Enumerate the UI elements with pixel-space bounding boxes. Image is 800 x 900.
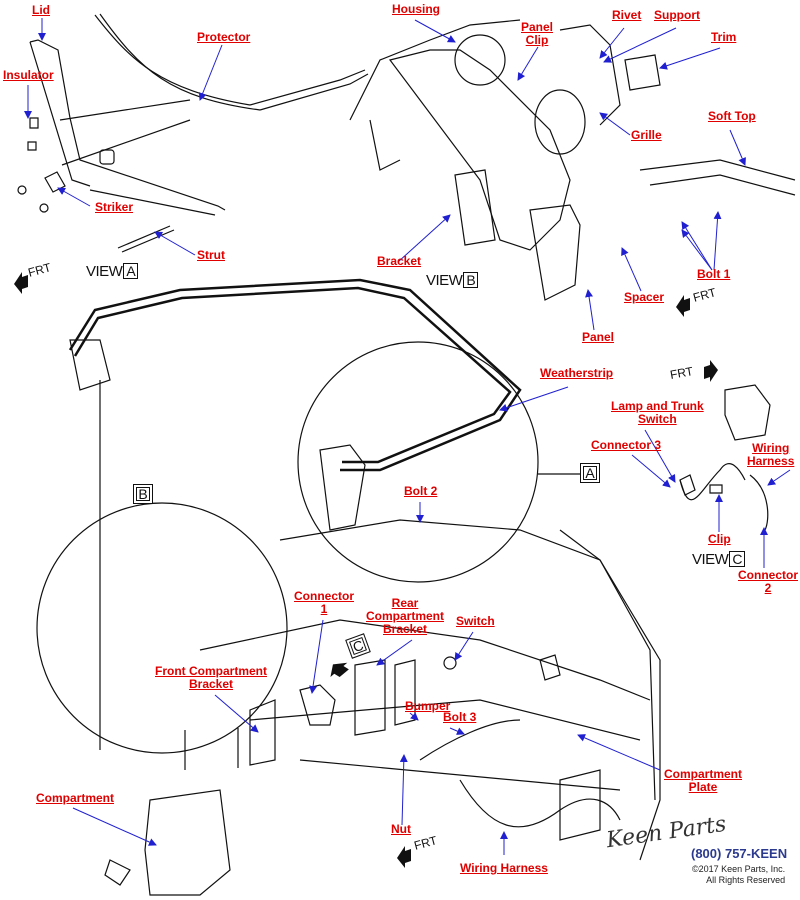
- view-b-text: VIEW: [426, 272, 463, 289]
- view-a-callout-circle: [297, 341, 539, 583]
- label-clip[interactable]: Clip: [708, 532, 731, 546]
- label-housing[interactable]: Housing: [392, 2, 440, 16]
- view-b-housing-drawing: [349, 19, 796, 301]
- label-connector-1[interactable]: Connector 1: [294, 590, 354, 616]
- label-bolt-2[interactable]: Bolt 2: [404, 484, 438, 498]
- callout-a-box[interactable]: A: [580, 463, 600, 483]
- weatherstrip-brackets: [69, 339, 366, 531]
- label-bolt-3[interactable]: Bolt 3: [443, 710, 477, 724]
- label-connector-2-line2: 2: [764, 581, 772, 595]
- label-plate-line2: Plate: [688, 780, 718, 794]
- label-panel-clip-line1: Panel: [521, 20, 554, 34]
- label-wiring-harness-c[interactable]: Wiring Harness: [747, 442, 794, 468]
- label-connector-2[interactable]: Connector 2: [738, 569, 798, 595]
- view-b-letter: B: [463, 272, 479, 288]
- view-c-letter: C: [729, 551, 745, 567]
- rights-text: All Rights Reserved: [706, 875, 786, 885]
- weatherstrip-drawing: [68, 278, 522, 472]
- label-rear-line2: Compartment: [366, 609, 445, 623]
- label-lamp-line1: Lamp and Trunk: [611, 399, 704, 413]
- label-rivet[interactable]: Rivet: [612, 8, 642, 22]
- label-switch[interactable]: Switch: [456, 614, 495, 628]
- view-c-switch-drawing: [679, 384, 771, 531]
- label-panel-clip-line2: Clip: [525, 33, 549, 47]
- label-panel-clip[interactable]: Panel Clip: [521, 21, 553, 47]
- view-c-text: VIEW: [692, 551, 729, 568]
- label-wiring-c-line2: Harness: [747, 454, 795, 468]
- label-weatherstrip[interactable]: Weatherstrip: [540, 366, 614, 380]
- label-panel[interactable]: Panel: [582, 330, 615, 344]
- view-a-text: VIEW: [86, 263, 123, 280]
- label-compartment[interactable]: Compartment: [36, 791, 115, 805]
- label-connector-3[interactable]: Connector 3: [591, 438, 662, 452]
- label-connector-2-line1: Connector: [738, 568, 798, 582]
- label-insulator[interactable]: Insulator: [3, 68, 54, 82]
- view-a-letter: A: [123, 263, 139, 279]
- label-striker[interactable]: Striker: [95, 200, 134, 214]
- label-bracket[interactable]: Bracket: [377, 254, 422, 268]
- label-lamp-trunk-switch[interactable]: Lamp and Trunk Switch: [611, 400, 704, 426]
- label-front-line1: Front Compartment: [155, 664, 267, 678]
- label-spacer[interactable]: Spacer: [624, 290, 665, 304]
- callout-b-box[interactable]: B: [133, 484, 153, 504]
- label-plate-line1: Compartment: [664, 767, 743, 781]
- label-rear-compartment-bracket[interactable]: Rear Compartment Bracket: [366, 597, 444, 636]
- label-soft-top[interactable]: Soft Top: [708, 109, 756, 123]
- label-trim[interactable]: Trim: [711, 30, 737, 44]
- label-compartment-plate[interactable]: Compartment Plate: [664, 768, 742, 794]
- label-bumper[interactable]: Bumper: [405, 699, 451, 713]
- label-nut[interactable]: Nut: [391, 822, 411, 836]
- copyright-text: ©2017 Keen Parts, Inc.: [692, 864, 786, 874]
- label-protector[interactable]: Protector: [197, 30, 251, 44]
- label-bolt-1[interactable]: Bolt 1: [697, 267, 731, 281]
- label-support[interactable]: Support: [654, 8, 700, 22]
- leader-arrows: [24, 18, 791, 855]
- label-wiring-harness[interactable]: Wiring Harness: [460, 861, 548, 875]
- copyright-block: ©2017 Keen Parts, Inc. All Rights Reserv…: [692, 864, 785, 886]
- label-front-line2: Bracket: [188, 677, 234, 691]
- label-connector-1-line2: 1: [320, 602, 328, 616]
- phone-number[interactable]: (800) 757-KEEN: [691, 846, 788, 861]
- label-rear-line3: Bracket: [382, 622, 428, 636]
- label-lid[interactable]: Lid: [32, 3, 50, 17]
- label-rear-line1: Rear: [391, 596, 419, 610]
- label-wiring-c-line1: Wiring: [752, 441, 790, 455]
- label-grille[interactable]: Grille: [631, 128, 662, 142]
- label-strut[interactable]: Strut: [197, 248, 225, 262]
- front-arrows: [14, 272, 718, 868]
- label-connector-1-line1: Connector: [294, 589, 354, 603]
- label-lamp-line2: Switch: [638, 412, 677, 426]
- view-a-lid-drawing: [17, 13, 369, 253]
- label-front-compartment-bracket[interactable]: Front Compartment Bracket: [155, 665, 267, 691]
- view-b-callout-circle: [36, 502, 288, 754]
